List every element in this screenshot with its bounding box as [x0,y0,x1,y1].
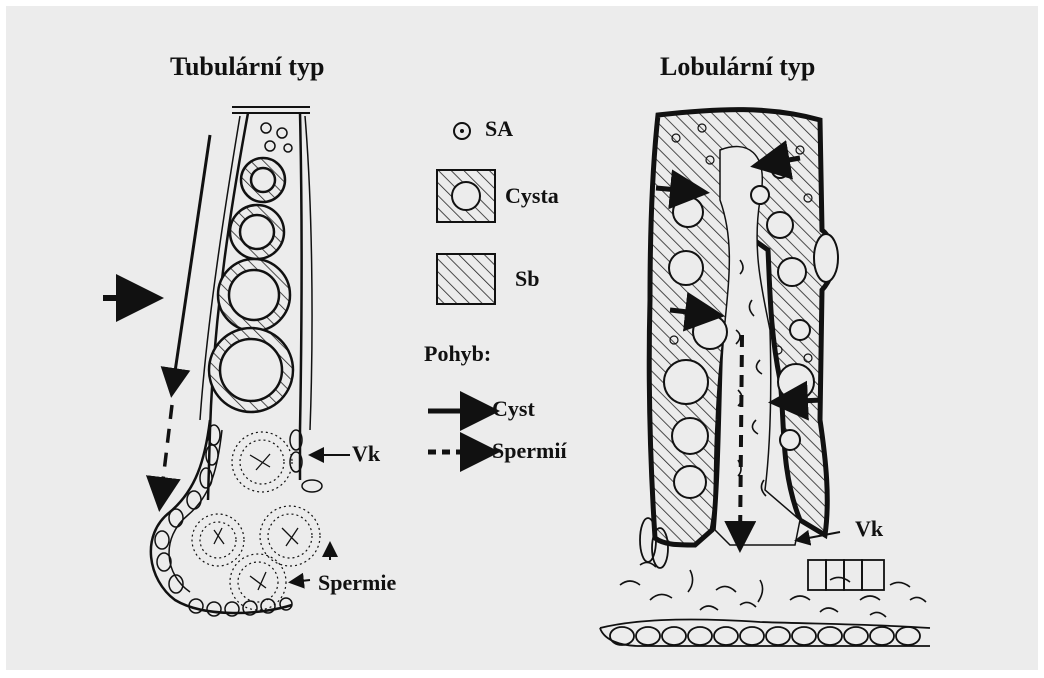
vk-left-label: Vk [352,443,380,465]
legend-sb-label: Sb [515,268,539,290]
lobular-diagram [600,110,930,646]
legend-symbols [428,123,495,452]
tubular-title: Tubulární typ [170,54,324,80]
legend-sperm-movement-label: Spermií [492,440,567,462]
tubule-sa-cells [261,123,292,152]
spermie-label: Spermie [318,572,396,594]
legend-cysta-label: Cysta [505,185,559,207]
vk-right-label: Vk [855,518,883,540]
sperm-tails [214,454,298,590]
tubule-epithelium-cells [155,425,322,616]
sb-legend-icon [437,254,495,304]
legend-cyst-movement-label: Cyst [492,398,535,420]
tubular-diagram [103,107,350,616]
tubule-cysts [209,158,293,412]
legend-sa-label: SA [485,118,513,140]
legend-movement-heading: Pohyb: [424,343,491,365]
lobular-title: Lobulární typ [660,54,815,80]
